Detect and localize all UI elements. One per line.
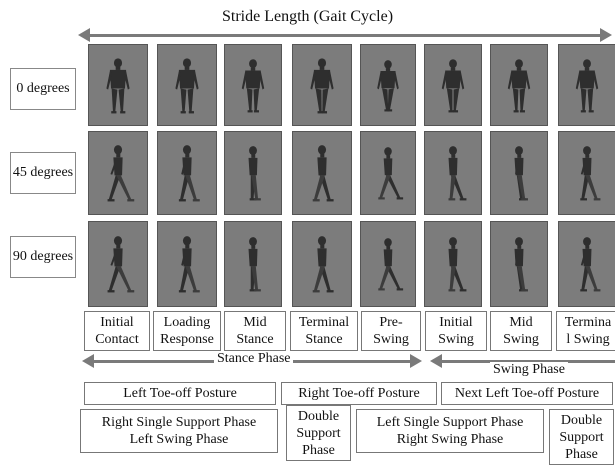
gait-frame-0-deg-mid-stance bbox=[224, 44, 282, 126]
gait-frame-45-deg-mid-stance bbox=[224, 131, 282, 215]
gait-frame-0-deg-terminal-swing bbox=[558, 44, 615, 126]
gait-frame-45-deg-pre-swing bbox=[360, 131, 416, 215]
stance-phase-label: Stance Phase bbox=[214, 351, 293, 367]
walking-figure-icon bbox=[293, 45, 351, 125]
walking-figure-icon bbox=[89, 222, 147, 306]
gait-frame-0-deg-terminal-stance bbox=[292, 44, 352, 126]
walking-figure-icon bbox=[225, 222, 281, 306]
diagram-title: Stride Length (Gait Cycle) bbox=[0, 8, 615, 26]
walking-figure-icon bbox=[491, 222, 547, 306]
walking-figure-icon bbox=[158, 222, 216, 306]
gait-frame-0-deg-loading-response bbox=[157, 44, 217, 126]
walking-figure-icon bbox=[361, 45, 415, 125]
gait-frame-45-deg-loading-response bbox=[157, 131, 217, 215]
gait-frame-90-deg-mid-stance bbox=[224, 221, 282, 307]
gait-frame-90-deg-terminal-stance bbox=[292, 221, 352, 307]
walking-figure-icon bbox=[559, 45, 615, 125]
right-toe-off-posture: Right Toe-off Posture bbox=[281, 382, 437, 405]
walking-figure-icon bbox=[559, 132, 615, 214]
walking-figure-icon bbox=[361, 222, 415, 306]
swing-phase-label: Swing Phase bbox=[490, 362, 568, 378]
walking-figure-icon bbox=[491, 45, 547, 125]
walking-figure-icon bbox=[361, 132, 415, 214]
gait-frame-45-deg-initial-contact bbox=[88, 131, 148, 215]
gait-frame-45-deg-terminal-swing bbox=[558, 131, 615, 215]
gait-frame-90-deg-terminal-swing bbox=[558, 221, 615, 307]
walking-figure-icon bbox=[293, 222, 351, 306]
next-left-toe-off-posture: Next Left Toe-off Posture bbox=[441, 382, 613, 405]
walking-figure-icon bbox=[89, 45, 147, 125]
row-label-45-degrees: 45 degrees bbox=[10, 152, 76, 194]
row-label-0-degrees: 0 degrees bbox=[10, 68, 76, 110]
walking-figure-icon bbox=[293, 132, 351, 214]
gait-frame-90-deg-initial-swing bbox=[424, 221, 482, 307]
gait-frame-0-deg-pre-swing bbox=[360, 44, 416, 126]
left-toe-off-posture: Left Toe-off Posture bbox=[84, 382, 276, 405]
walking-figure-icon bbox=[559, 222, 615, 306]
walking-figure-icon bbox=[425, 132, 481, 214]
gait-frame-90-deg-pre-swing bbox=[360, 221, 416, 307]
walking-figure-icon bbox=[425, 45, 481, 125]
stance-arrow-head-right bbox=[410, 354, 422, 368]
gait-frame-0-deg-initial-contact bbox=[88, 44, 148, 126]
phase-pre-swing: Pre-Swing bbox=[361, 311, 421, 351]
gait-frame-45-deg-initial-swing bbox=[424, 131, 482, 215]
gait-frame-0-deg-initial-swing bbox=[424, 44, 482, 126]
stride-arrow-head-right bbox=[600, 28, 612, 42]
walking-figure-icon bbox=[225, 45, 281, 125]
gait-frame-45-deg-mid-swing bbox=[490, 131, 548, 215]
gait-frame-90-deg-initial-contact bbox=[88, 221, 148, 307]
walking-figure-icon bbox=[158, 132, 216, 214]
row-label-90-degrees: 90 degrees bbox=[10, 236, 76, 278]
walking-figure-icon bbox=[425, 222, 481, 306]
walking-figure-icon bbox=[225, 132, 281, 214]
walking-figure-icon bbox=[491, 132, 547, 214]
walking-figure-icon bbox=[89, 132, 147, 214]
gait-frame-0-deg-mid-swing bbox=[490, 44, 548, 126]
gait-frame-45-deg-terminal-stance bbox=[292, 131, 352, 215]
stride-arrow bbox=[88, 34, 600, 37]
stride-arrow-head-left bbox=[78, 28, 90, 42]
gait-frame-90-deg-mid-swing bbox=[490, 221, 548, 307]
gait-frame-90-deg-loading-response bbox=[157, 221, 217, 307]
walking-figure-icon bbox=[158, 45, 216, 125]
stance-arrow-head-left bbox=[82, 354, 94, 368]
swing-arrow-head-left bbox=[430, 354, 442, 368]
